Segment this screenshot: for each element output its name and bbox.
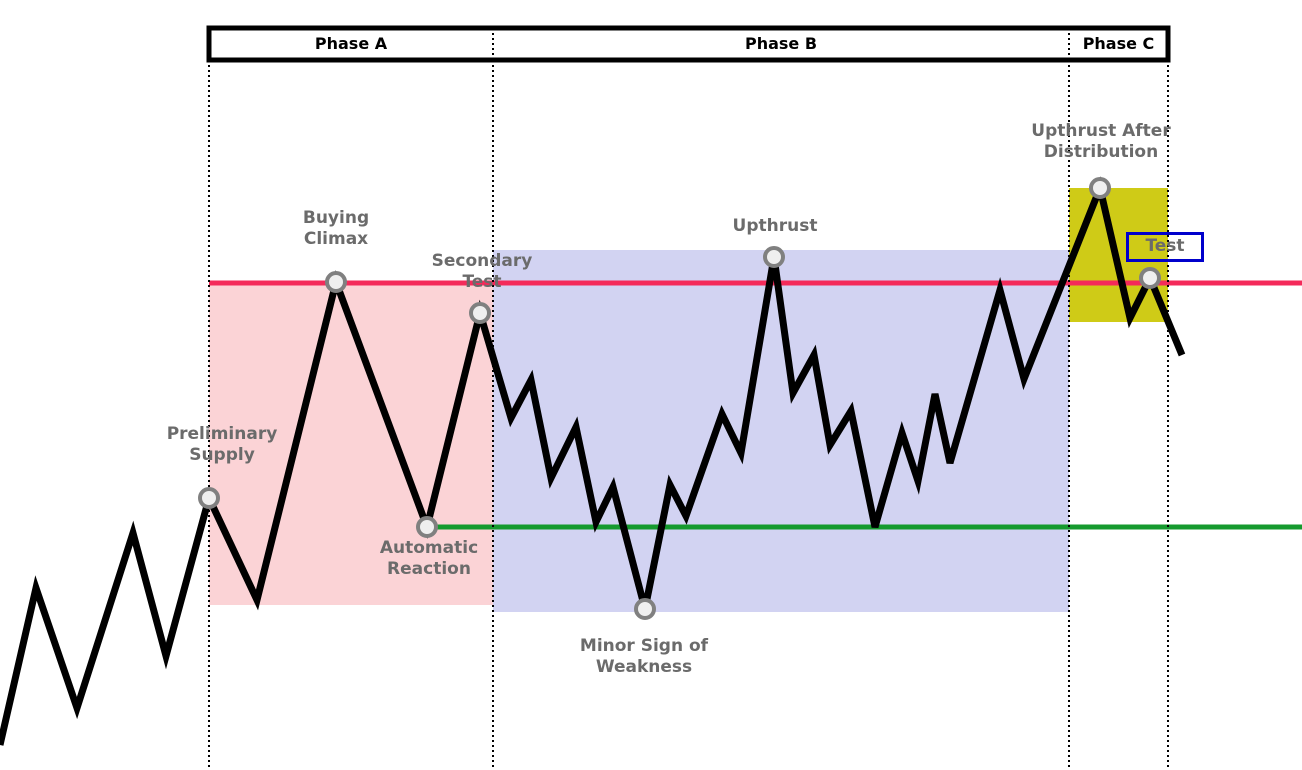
zones-layer [209,188,1168,612]
marker-test[interactable] [1139,267,1161,289]
marker-preliminary-supply[interactable] [198,487,220,509]
marker-automatic-reaction[interactable] [416,516,438,538]
phase-bar-layer [206,25,1171,63]
markers-layer [198,177,1161,620]
price-line-layer [0,176,1186,746]
price-line [0,176,1186,746]
upthrust-label: Upthrust [732,216,818,236]
upthrust-after-distribution-label: Upthrust After Distribution [1031,121,1171,162]
marker-secondary-test[interactable] [469,302,491,324]
marker-buying-climax[interactable] [325,271,347,293]
marker-upthrust-after-distribution[interactable] [1089,177,1111,199]
phase-bar-frame [206,25,1171,63]
phase-divider-lines [208,30,1169,770]
buying-climax-label: Buying Climax [302,208,370,249]
minor-sign-of-weakness-label: Minor Sign of Weakness [579,636,709,677]
automatic-reaction-label: Automatic Reaction [379,538,479,579]
test-label: Test [1126,232,1204,262]
marker-upthrust[interactable] [763,246,785,268]
marker-minor-sign-of-weakness[interactable] [634,598,656,620]
preliminary-supply-label: Preliminary Supply [166,424,278,465]
secondary-test-label: Secondary Test [431,251,533,292]
